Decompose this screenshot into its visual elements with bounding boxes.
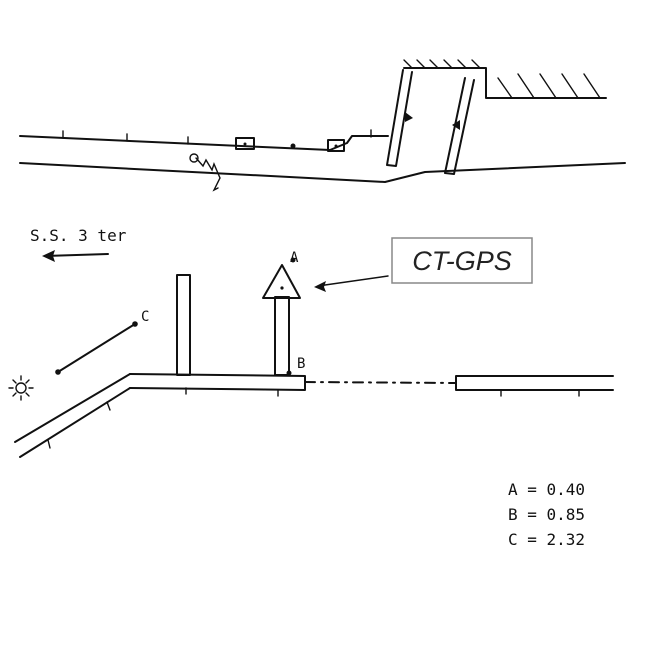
wall-block [403, 59, 607, 99]
pillar-left [176, 274, 191, 376]
legend-c: C = 2.32 [508, 530, 585, 549]
point-b-label: B [297, 356, 305, 372]
point-c-label: C [141, 309, 149, 325]
callout-box: CT-GPS [391, 237, 533, 284]
legend-b: B = 0.85 [508, 505, 585, 524]
marker-box [235, 137, 255, 150]
legend-a: A = 0.40 [508, 480, 585, 499]
road-ticks [62, 129, 372, 145]
callout-leader [314, 275, 389, 292]
gps-triangle-icon [262, 264, 301, 299]
plan-view [14, 257, 614, 458]
marker-dot [290, 143, 296, 149]
road-bottom-edge [19, 162, 626, 183]
road-top-edge [19, 135, 389, 151]
sun-icon [8, 375, 34, 401]
legend: A = 0.40 B = 0.85 C = 2.32 [508, 480, 585, 549]
point-a-marker [290, 257, 296, 263]
callout-label: CT-GPS [412, 246, 512, 276]
top-profile [19, 59, 626, 192]
point-a-label: A [290, 250, 299, 266]
arrow-left-icon [42, 250, 109, 262]
point-b-marker [286, 370, 292, 376]
pillar-gps [274, 296, 290, 376]
inclined-posts [386, 69, 475, 175]
direction-label: S.S. 3 ter [30, 226, 127, 245]
squiggle-icon [189, 153, 221, 192]
marker-box [327, 139, 345, 152]
